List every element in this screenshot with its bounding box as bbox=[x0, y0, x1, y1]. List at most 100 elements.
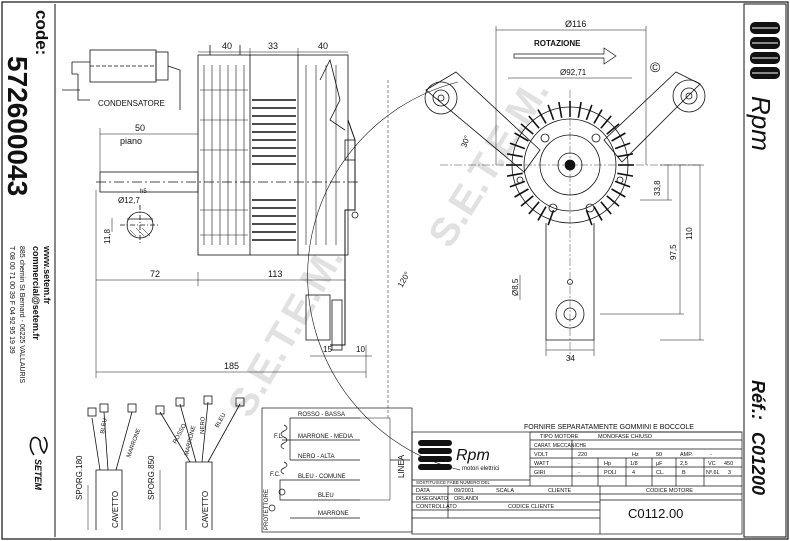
spec-poli-label: POLI bbox=[604, 470, 617, 476]
wire-marrone: MARRONE bbox=[318, 511, 349, 517]
cooling-rib bbox=[593, 206, 603, 221]
cooling-rib bbox=[617, 153, 634, 158]
spec-poli-value: 4 bbox=[632, 470, 635, 476]
rpm-logo-coils bbox=[750, 22, 780, 79]
cable-right-label: CAVETTO bbox=[201, 491, 210, 528]
cooling-rib bbox=[585, 104, 593, 121]
wire-marrone-media: MARRONE - MEDIA bbox=[298, 434, 353, 440]
cooling-rib bbox=[600, 115, 612, 129]
cooling-rib bbox=[506, 153, 523, 158]
dim-angle-120: 120° bbox=[396, 270, 412, 289]
dim-dia-116: Ø116 bbox=[565, 19, 586, 29]
watermark-right: S.E.T.E.M. bbox=[420, 71, 557, 255]
dim-bottom-72: 72 bbox=[150, 269, 160, 279]
dim-overall: 185 bbox=[224, 361, 239, 371]
dim-dia-92: Ø92,71 bbox=[560, 68, 587, 77]
title-rpm-name: Rpm bbox=[456, 447, 490, 464]
dim-shaft-flat: 11,8 bbox=[103, 228, 112, 244]
tipo-motore-value: MONOFASE CHIUSO bbox=[598, 434, 653, 440]
spec-volt-value: 220 bbox=[578, 452, 587, 458]
cooling-rib bbox=[514, 132, 529, 142]
cable-left-wire-2: MARRONE bbox=[126, 428, 142, 459]
copyright-mark: © bbox=[650, 59, 661, 75]
dim-top-2: 33 bbox=[268, 41, 278, 51]
rotazione-label: ROTAZIONE bbox=[534, 39, 581, 48]
cooling-rib bbox=[520, 195, 534, 207]
spec-giri-label: GIRI bbox=[534, 470, 546, 476]
spec-uf-value: 2,5 bbox=[680, 461, 688, 467]
wire-bleu: BLEU bbox=[318, 493, 334, 499]
company-email: commercial@setem.fr bbox=[31, 246, 41, 340]
title-block bbox=[411, 431, 743, 535]
wire-rosso-bassa: ROSSO - BASSA bbox=[298, 412, 345, 418]
cooling-rib bbox=[509, 142, 526, 150]
cooling-rib bbox=[617, 172, 634, 177]
dim-small-10: 10 bbox=[356, 345, 365, 354]
cooling-rib bbox=[577, 101, 582, 118]
company-address: 885 chemin St Bernard - 06225 VALLAURIS bbox=[18, 246, 25, 384]
spec-nfl-value: 3 bbox=[728, 470, 731, 476]
code-value: 572600043 bbox=[2, 56, 33, 196]
cooling-rib bbox=[506, 172, 523, 177]
spec-cl-label: CL. bbox=[656, 470, 665, 476]
spec-cl-value: B bbox=[682, 470, 686, 476]
sostituisce-label: SOSTITUISCE FABB NUMERO DEL bbox=[416, 480, 491, 485]
right-strip bbox=[743, 3, 787, 538]
spec-vc-value: 450 bbox=[724, 461, 733, 467]
dim-piano: 50 bbox=[135, 123, 145, 133]
cooling-rib bbox=[520, 123, 534, 135]
controllato-label: CONTROLLATO bbox=[416, 504, 457, 510]
cooling-rib bbox=[614, 142, 631, 150]
cooling-rib bbox=[593, 109, 603, 124]
scala-label: SCALA bbox=[496, 488, 514, 494]
tipo-motore-label: TIPO MOTORE bbox=[540, 434, 579, 440]
fl-label-1: F.L. bbox=[274, 434, 284, 440]
protettore-label: PROTETTORE bbox=[264, 489, 270, 530]
ref-label: Réf.: bbox=[748, 380, 768, 420]
spec-hz-label: Hz bbox=[632, 452, 639, 458]
spec-giri-value: - bbox=[578, 470, 580, 476]
side-view bbox=[62, 45, 372, 378]
cooling-rib bbox=[547, 104, 555, 121]
spec-hp-label: Hp bbox=[604, 461, 611, 467]
codice-motore-label: CODICE MOTORE bbox=[646, 488, 693, 494]
cable-right-wire-1: ROSSO bbox=[172, 423, 188, 445]
cable-right-wire-2: MARRONE bbox=[184, 425, 197, 456]
dim-8-5: Ø8,5 bbox=[511, 278, 520, 296]
shaft-diameter: Ø12,7 bbox=[118, 196, 140, 205]
cooling-rib bbox=[547, 209, 555, 226]
wire-bleu-comune: BLEU - COMUNE bbox=[298, 474, 346, 480]
codice-cliente-label: CODICE CLIENTE bbox=[508, 504, 554, 510]
condensatore-label: CONDENSATORE bbox=[98, 99, 165, 108]
cable-left-wire-1: BLEU bbox=[100, 418, 109, 434]
cable-diagrams bbox=[87, 395, 245, 530]
cooling-rib bbox=[611, 132, 626, 142]
sporg-850: SPORG.850 bbox=[147, 455, 156, 500]
cliente-label: CLIENTE bbox=[548, 488, 572, 494]
cooling-rib bbox=[528, 201, 540, 215]
fc-label: F.C. bbox=[270, 472, 281, 478]
spec-amp-value: - bbox=[710, 452, 712, 458]
spec-hp-value: 1/8 bbox=[630, 461, 638, 467]
setem-logo-text: SETEM bbox=[33, 459, 43, 491]
dim-97-5: 97,5 bbox=[669, 244, 678, 260]
front-view bbox=[307, 26, 706, 471]
company-phone: T 08 00 71 00 39 F 04 92 95 19 39 bbox=[8, 246, 15, 354]
cooling-rib bbox=[585, 209, 593, 226]
cooling-rib bbox=[600, 201, 612, 215]
cable-left-label: CAVETTO bbox=[111, 491, 120, 528]
dim-top-3: 40 bbox=[318, 41, 328, 51]
title-rpm-subtitle: motori elettrici bbox=[462, 466, 499, 472]
cooling-rib bbox=[537, 109, 547, 124]
dim-33-8: 33,8 bbox=[653, 180, 662, 196]
spec-watt-label: WATT bbox=[534, 461, 550, 467]
cooling-rib bbox=[611, 188, 626, 198]
title-rpm-logo: Rpm motori elettrici bbox=[418, 440, 499, 472]
fornire-header: FORNIRE SEPARATAMENTE GOMMINI E BOCCOLE bbox=[524, 424, 694, 431]
rpm-logo-text: Rpm bbox=[746, 96, 776, 151]
dim-small-15: 15 bbox=[323, 345, 332, 354]
data-value: 09/2001 bbox=[454, 488, 474, 494]
linea-label: LINEA bbox=[397, 454, 406, 478]
